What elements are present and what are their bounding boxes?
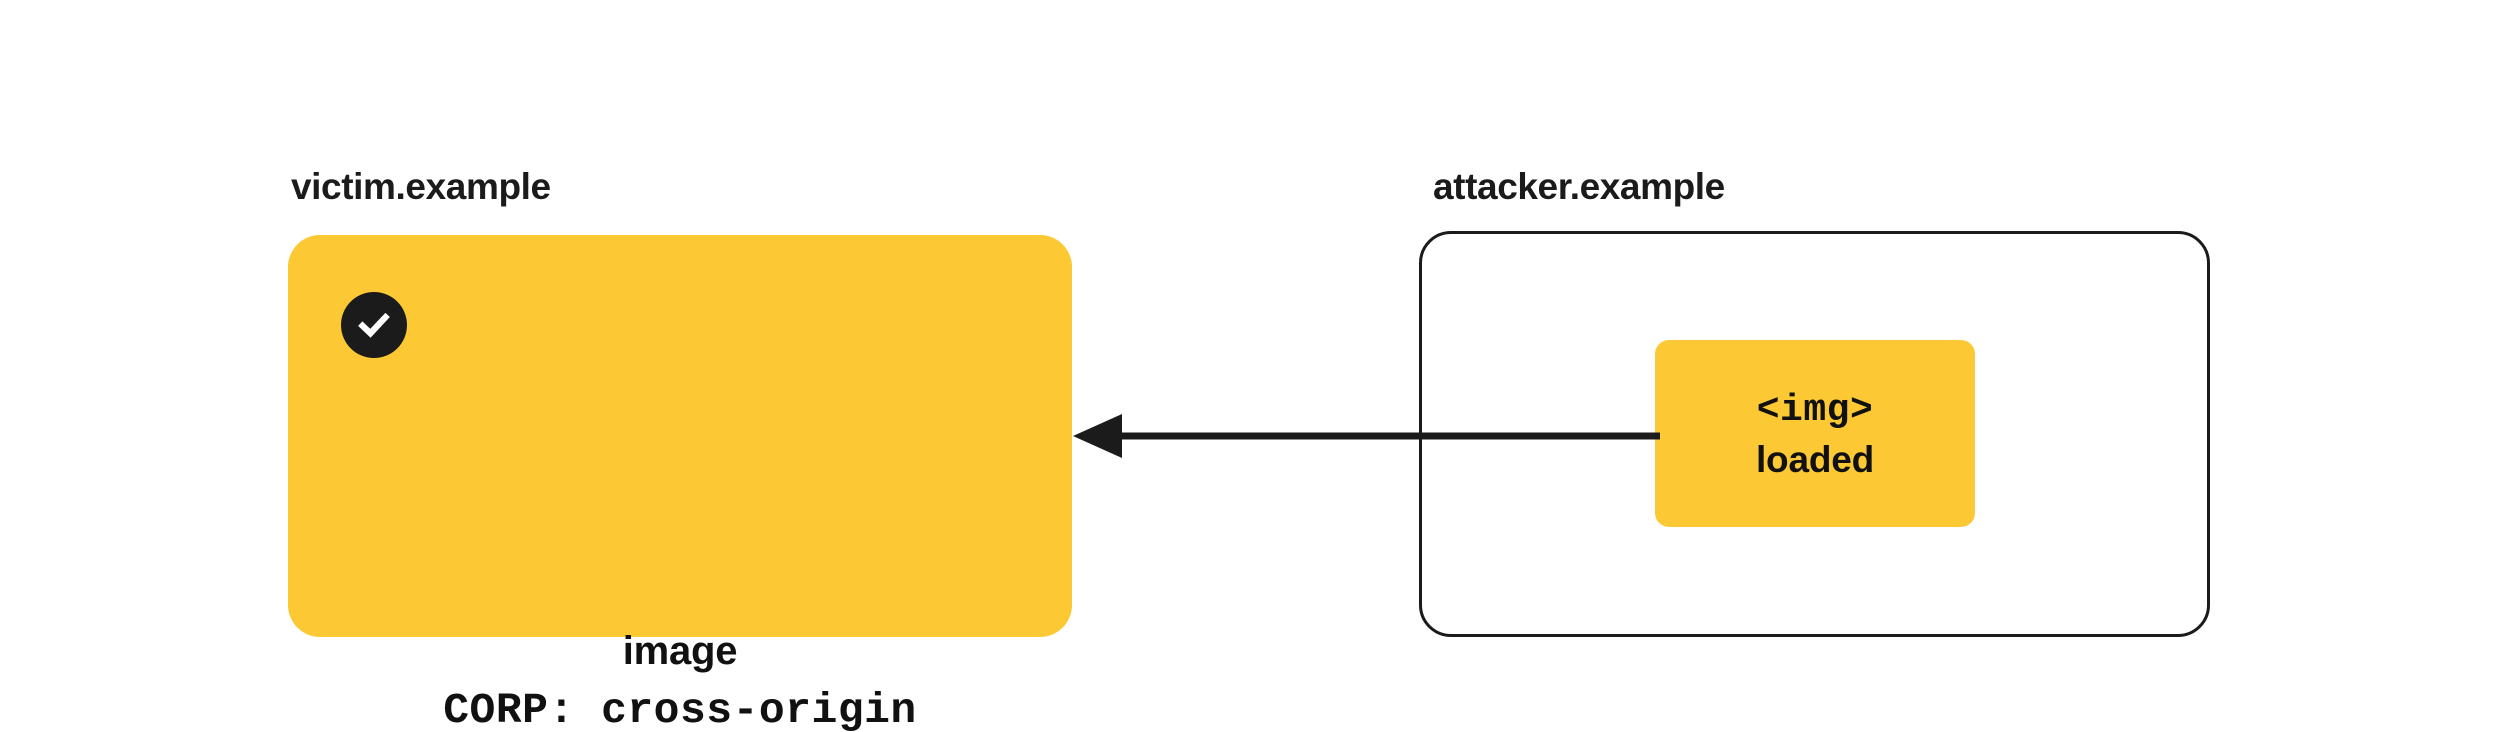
attacker-origin-label: attacker.example bbox=[1433, 166, 1725, 207]
attacker-img-element-box: <img> loaded bbox=[1655, 340, 1975, 527]
victim-resource-name: image bbox=[622, 629, 738, 673]
victim-origin-label: victim.example bbox=[291, 166, 551, 207]
attacker-img-element-text: <img> loaded bbox=[1655, 386, 1975, 484]
victim-resource-text: image CORP: cross-origin bbox=[288, 621, 1072, 732]
check-circle-icon bbox=[341, 292, 407, 358]
attacker-img-state: loaded bbox=[1755, 439, 1875, 480]
victim-resource-header: CORP: cross-origin bbox=[443, 686, 917, 732]
arrow-left-icon bbox=[1073, 414, 1660, 458]
attacker-img-tag: <img> bbox=[1756, 389, 1874, 432]
victim-resource-card: image CORP: cross-origin bbox=[288, 235, 1072, 732]
